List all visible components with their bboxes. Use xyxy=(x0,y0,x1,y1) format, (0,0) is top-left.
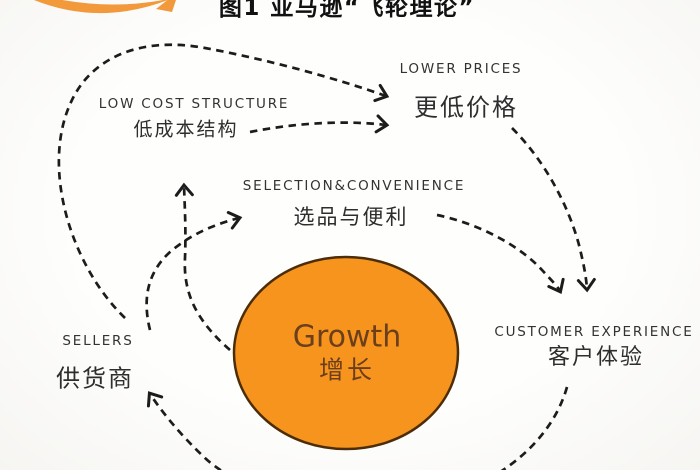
growth-label-en: Growth xyxy=(292,319,402,355)
label-customer-experience-en: CUSTOMER EXPERIENCE xyxy=(494,324,694,340)
label-sellers-zh: 供货商 xyxy=(56,364,134,393)
growth-label-zh: 增长 xyxy=(318,355,375,385)
arrow-sellers-to-lower-prices xyxy=(57,43,390,319)
label-lower-prices-en: LOWER PRICES xyxy=(399,61,523,77)
label-selection-convenience-zh: 选品与便利 xyxy=(293,205,409,229)
arrow-selection-to-customer-experience xyxy=(436,213,565,295)
label-low-cost-structure-en: LOW COST STRUCTURE xyxy=(98,96,290,112)
figure-title: 图1 亚马逊“飞轮理论” xyxy=(218,0,476,21)
label-low-cost-structure-zh: 低成本结构 xyxy=(133,118,239,141)
amazon-smile-icon xyxy=(34,0,176,14)
label-sellers-en: SELLERS xyxy=(62,333,134,349)
label-lower-prices-zh: 更低价格 xyxy=(414,93,518,122)
arrow-growth-to-low-cost xyxy=(174,182,231,352)
arrow-customer-experience-to-sellers xyxy=(146,386,569,470)
arrow-sellers-to-selection xyxy=(145,211,243,331)
arrow-lower-prices-to-customer-experience xyxy=(511,127,596,293)
label-customer-experience-zh: 客户体验 xyxy=(547,345,645,370)
arrow-low-cost-to-lower-prices xyxy=(249,114,390,134)
growth-circle xyxy=(232,255,460,451)
growth-label: Growth 增长 xyxy=(292,319,402,386)
label-selection-convenience-en: SELECTION&CONVENIENCE xyxy=(242,178,466,194)
